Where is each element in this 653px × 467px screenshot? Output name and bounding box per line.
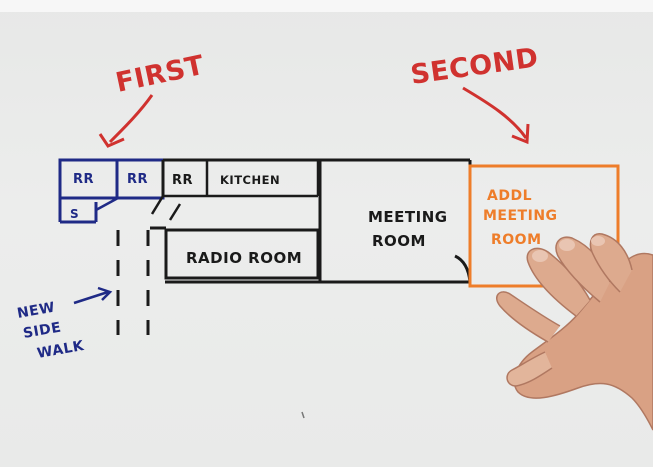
corridor-door-1 (150, 195, 165, 215)
first-label: FIRST (113, 50, 207, 99)
second-arrow-line (462, 86, 528, 139)
sidewalk-label-line1: NEW (16, 300, 56, 322)
presenter-hand (496, 233, 653, 431)
corridor-door-2 (168, 203, 182, 221)
kitchen-label: KITCHEN (220, 173, 280, 187)
radio-room-walls (164, 228, 320, 280)
additional-room-label-line1: ADDL (487, 188, 532, 204)
additional-room-label-line2: MEETING (483, 208, 558, 224)
s-room-door (95, 196, 119, 212)
fingernail-3 (591, 236, 605, 246)
meeting-room-label-line1: MEETING (368, 208, 448, 226)
restroom-label-1: RR (73, 172, 94, 187)
sidewalk-arrow-line (73, 290, 109, 305)
fingernail-1 (532, 250, 548, 262)
first-arrow-line (108, 94, 154, 144)
additional-room-label-line3: ROOM (491, 232, 542, 248)
sidewalk-label-line3: WALK (36, 338, 86, 362)
sidewalk-arrow-head (97, 286, 113, 301)
sidewalk-label-line2: SIDE (22, 319, 63, 341)
restroom-label-3: RR (172, 173, 193, 188)
fingernail-2 (559, 239, 575, 251)
s-room-label: S (70, 207, 79, 221)
first-arrow-head (98, 133, 125, 148)
restroom-label-2: RR (127, 172, 148, 187)
second-arrow-head (511, 123, 530, 145)
board-top-edge (0, 0, 653, 12)
radio-room-label: RADIO ROOM (186, 249, 302, 267)
board-smudge (301, 411, 305, 419)
second-label: SECOND (409, 42, 541, 91)
meeting-room-label-line2: ROOM (372, 232, 426, 250)
meeting-room-door (454, 254, 472, 283)
